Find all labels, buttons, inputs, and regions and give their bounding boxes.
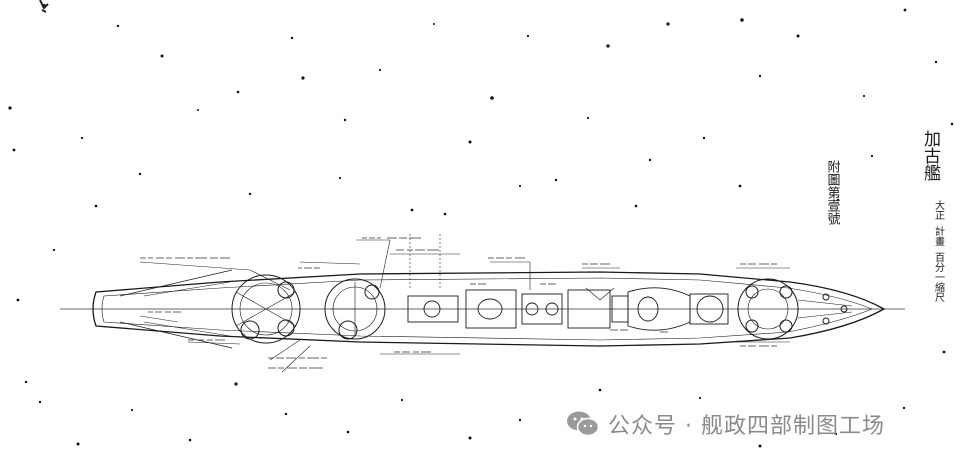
aft-turret-b (324, 278, 386, 340)
note-line-2: 計畫 (933, 225, 945, 246)
title-label: 附圖第壹號 (825, 160, 841, 226)
watermark: 公众号 · 舰政四部制图工场 (566, 404, 885, 444)
note-line-3: 百分一縮尺 (933, 252, 945, 303)
title-block: 附圖第壹號 加古艦 大正 計畫 百分一縮尺 (825, 130, 945, 303)
ship-name-label: 加古艦 (920, 130, 941, 182)
corner-ink-mark (39, 0, 49, 13)
aft-turret-a (231, 274, 301, 344)
paper-speckles (8, 4, 954, 448)
watermark-text: 公众号 · 舰政四部制图工场 (608, 414, 885, 439)
ship-hull (92, 269, 886, 349)
midship-structures (407, 287, 729, 331)
note-line-1: 大正 (933, 199, 945, 220)
annotation-leaders (139, 234, 790, 373)
handwritten-annotations (140, 237, 777, 369)
forward-turret (737, 278, 853, 340)
wechat-logo-icon (567, 411, 600, 437)
